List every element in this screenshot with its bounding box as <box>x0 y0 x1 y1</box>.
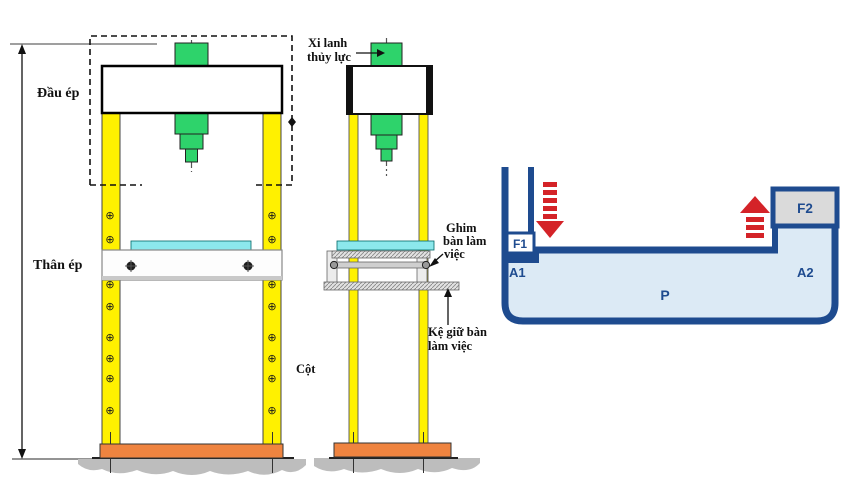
force-up-arrow <box>740 196 770 238</box>
svg-text:⊕: ⊕ <box>105 278 114 291</box>
label-pressure: P <box>660 287 669 303</box>
force-down-arrow <box>536 182 564 238</box>
label-table-shelf-line2: làm việc <box>428 339 473 353</box>
piston-stage2-front <box>179 133 204 150</box>
base-plate-side <box>333 442 452 458</box>
dimension-arrow-down <box>18 449 26 459</box>
label-press-body: Thân ép <box>33 258 83 273</box>
dimension-lines <box>10 43 157 460</box>
piston-large <box>770 186 840 229</box>
ground-side <box>314 458 480 473</box>
column-left-side <box>348 113 359 444</box>
pin-end-right <box>421 260 431 270</box>
svg-text:⊕: ⊕ <box>267 300 276 313</box>
piston-stage1-side <box>370 113 403 136</box>
table-pin-rod <box>332 261 426 269</box>
crossbeam-side <box>346 65 433 115</box>
label-table-pin-line3: việc <box>444 247 465 261</box>
body-beam-shadow <box>102 276 282 280</box>
work-table-side <box>336 240 435 251</box>
cylinder-pointer-arrow <box>356 49 385 57</box>
svg-text:⊕: ⊕ <box>105 233 114 246</box>
fluid-under-f2 <box>777 224 833 254</box>
beam-bolts <box>125 260 254 272</box>
svg-text:⊕: ⊕ <box>267 372 276 385</box>
svg-text:⊕: ⊕ <box>267 233 276 246</box>
pin-pointer-arrow <box>429 253 444 267</box>
label-cylinder-line2: thủy lực <box>307 50 351 64</box>
work-table-assembly <box>323 240 460 291</box>
svg-text:⊕: ⊕ <box>105 352 114 365</box>
svg-text:⊕: ⊕ <box>105 209 114 222</box>
label-column: Cột <box>296 362 316 376</box>
piston-small <box>505 231 536 255</box>
fluid <box>508 252 833 319</box>
label-press-head: Đầu ép <box>37 86 80 101</box>
piston-stage3-side <box>380 148 393 162</box>
pascal-diagram: F1 F2 A1 A2 P <box>501 167 840 325</box>
svg-text:⊕: ⊕ <box>105 372 114 385</box>
piston-stage3-front <box>185 148 198 163</box>
dimension-arrow-up <box>18 44 26 54</box>
crossbeam-front <box>100 64 284 115</box>
piston-stage1-front <box>174 112 209 135</box>
shelf-pointer-arrow <box>444 288 452 325</box>
svg-text:⊕: ⊕ <box>105 300 114 313</box>
label-table-shelf-line1: Kệ giữ bàn <box>428 325 487 339</box>
svg-text:⊕: ⊕ <box>267 278 276 291</box>
front-view: ⊕ ⊕ ⊕ ⊕ ⊕ ⊕ ⊕ ⊕ ⊕ ⊕ ⊕ ⊕ ⊕ ⊕ ⊕ ⊕ Đầu ép Thân ép <box>10 35 306 475</box>
piston-stage2-side <box>375 134 398 150</box>
side-view: Xi lanh thủy lực Ghim bàn làm việc Kệ gi… <box>296 36 487 473</box>
label-area-output: A2 <box>797 265 814 280</box>
ground-front <box>78 459 306 475</box>
svg-text:⊕: ⊕ <box>267 209 276 222</box>
column-bolt-holes: ⊕ ⊕ ⊕ ⊕ ⊕ ⊕ ⊕ ⊕ ⊕ ⊕ ⊕ ⊕ ⊕ ⊕ ⊕ ⊕ <box>105 209 276 417</box>
dashed-head-boundary <box>89 35 296 186</box>
hydraulic-cylinder-side <box>370 42 403 68</box>
label-cylinder-line1: Xi lanh <box>308 36 347 50</box>
label-area-input: A1 <box>509 265 526 280</box>
table-flange <box>331 250 431 259</box>
svg-text:⊕: ⊕ <box>105 404 114 417</box>
base-plate-front <box>99 443 284 459</box>
boundary-marker <box>288 117 296 127</box>
label-force-output: F2 <box>797 201 813 216</box>
label-table-pin-line1: Ghim <box>446 221 477 235</box>
svg-text:⊕: ⊕ <box>267 352 276 365</box>
work-table-front <box>130 240 252 251</box>
hydraulic-cylinder-front <box>174 42 209 68</box>
label-force-input: F1 <box>513 237 527 251</box>
pin-end-left <box>329 260 339 270</box>
container-outline <box>501 167 839 325</box>
table-shelf <box>323 281 460 291</box>
svg-text:⊕: ⊕ <box>267 331 276 344</box>
svg-text:⊕: ⊕ <box>267 404 276 417</box>
svg-text:⊕: ⊕ <box>105 331 114 344</box>
label-table-pin-line2: bàn làm <box>443 234 487 248</box>
